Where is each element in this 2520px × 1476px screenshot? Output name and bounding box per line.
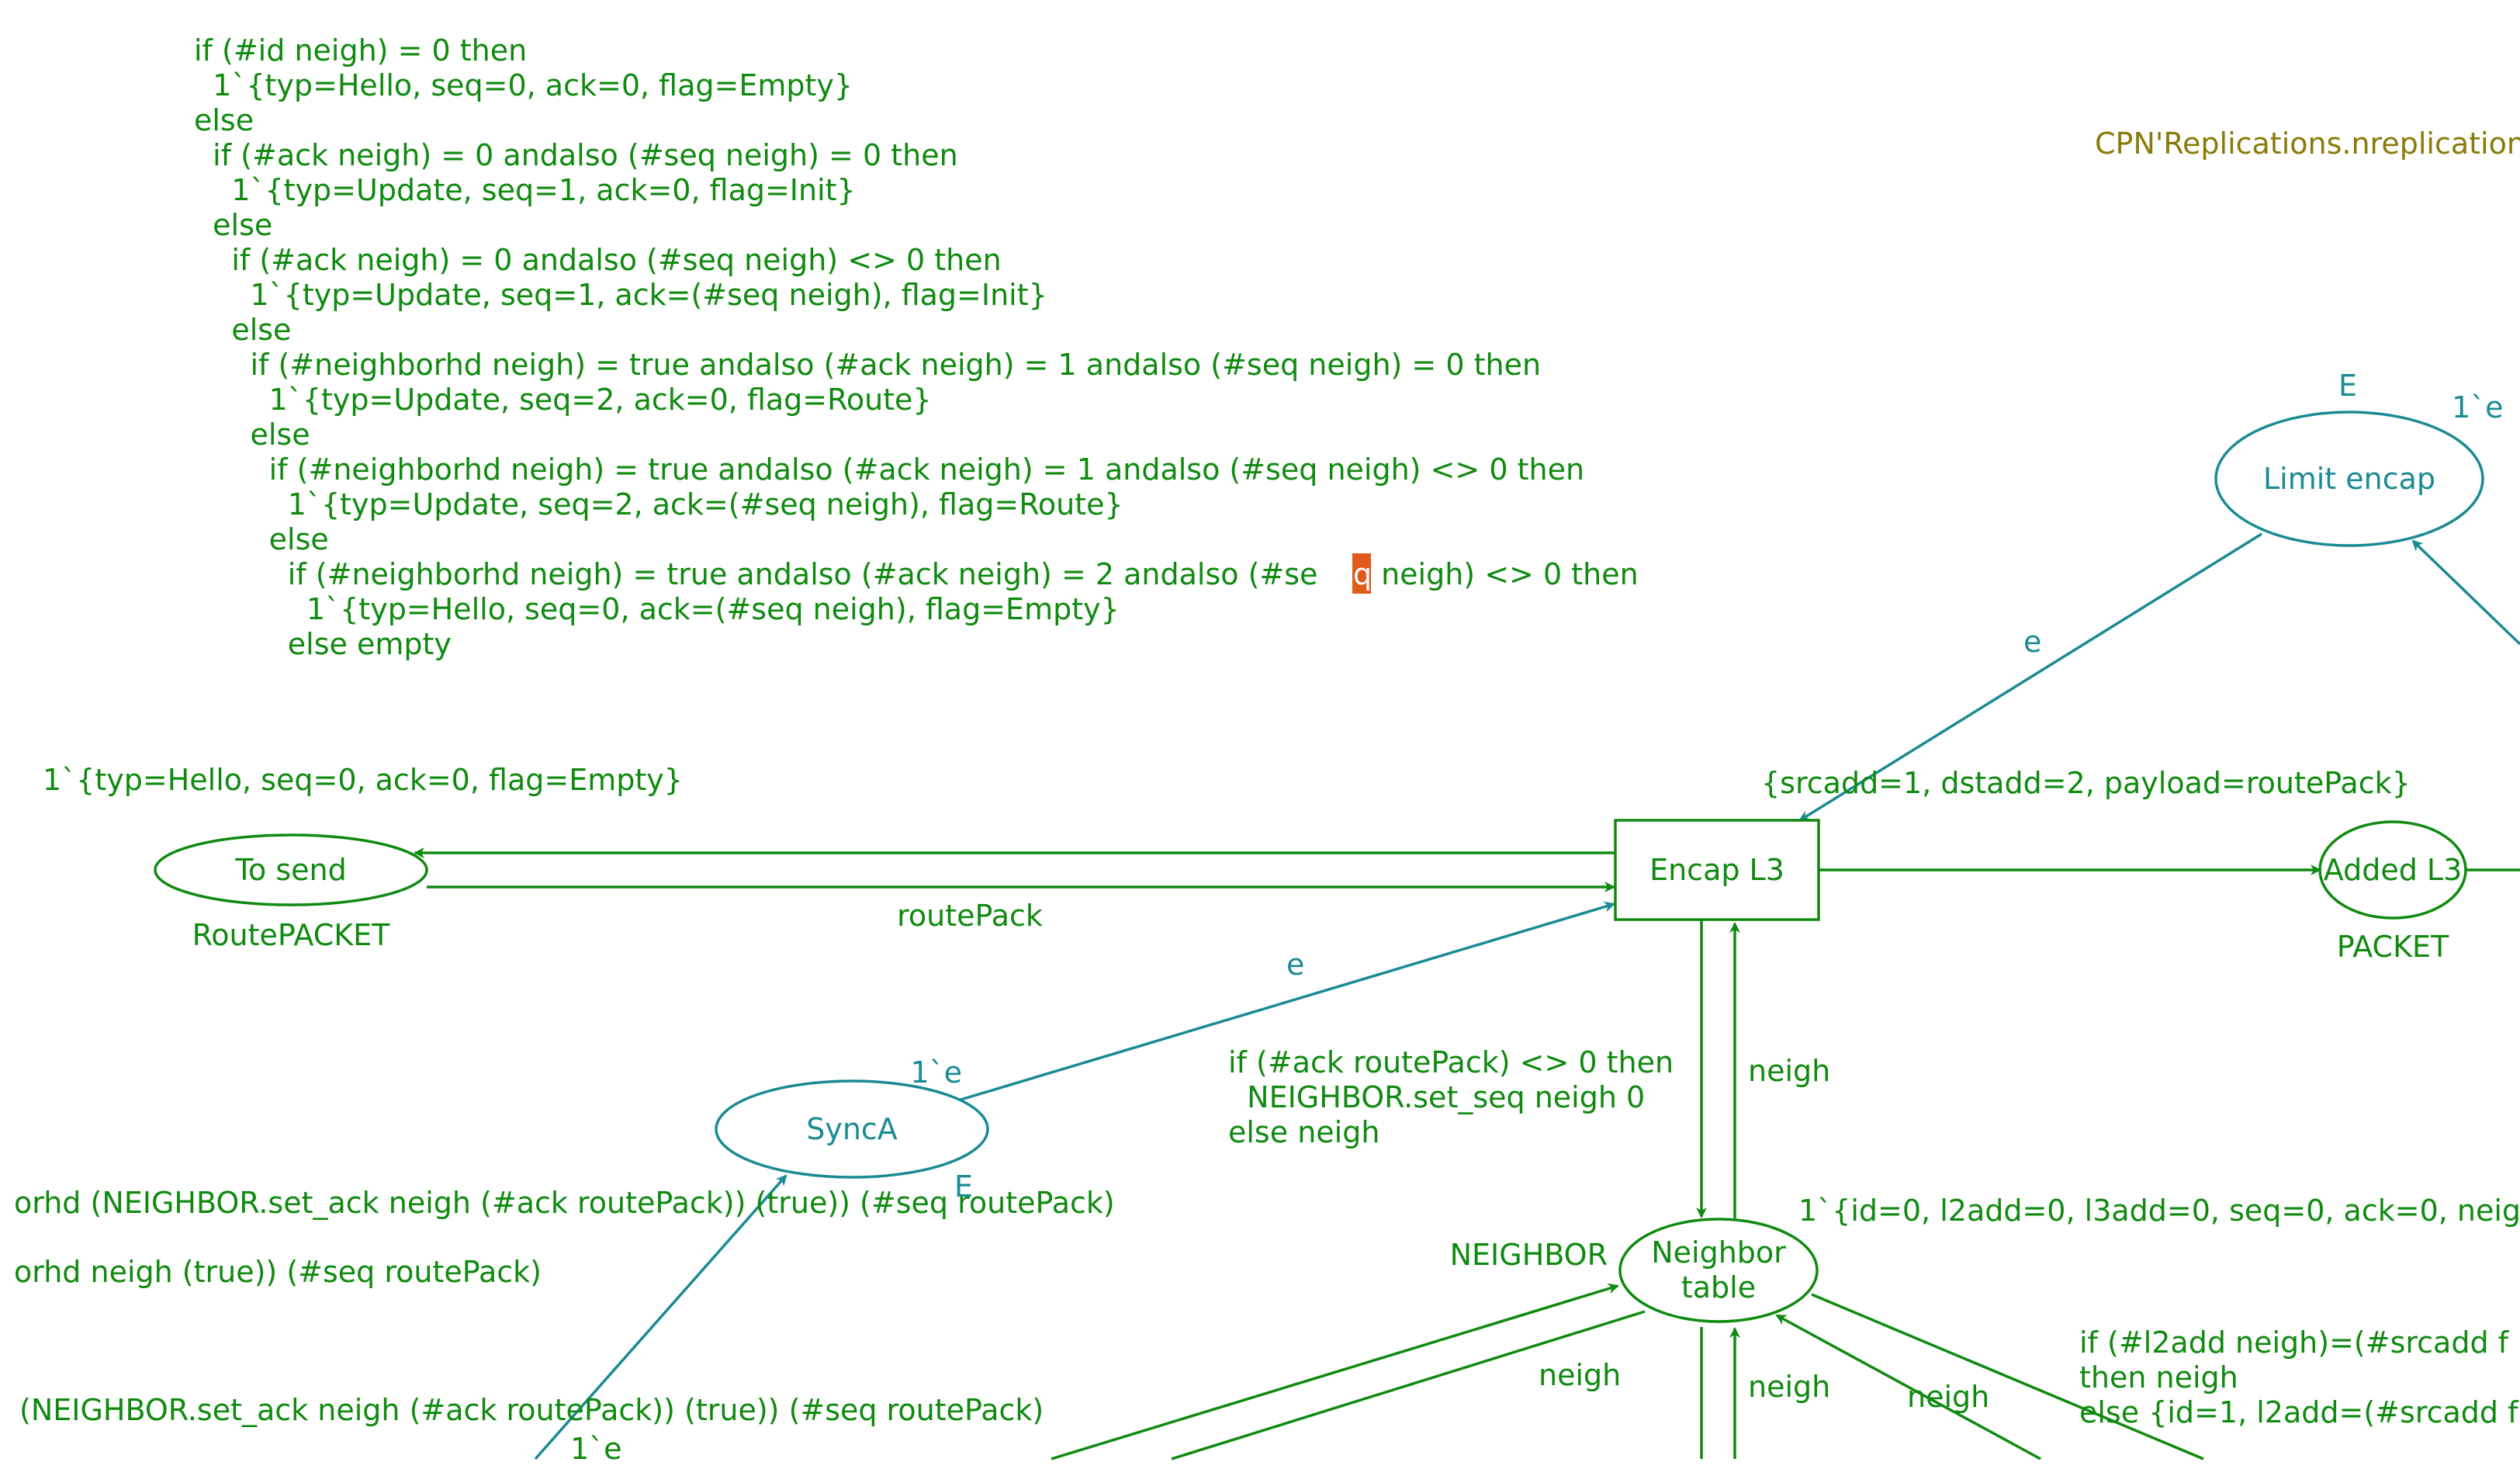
- code-line-4: if (#ack neigh) = 0 andalso (#seq neigh)…: [194, 138, 958, 172]
- arc-neighbor-to-lower-right[interactable]: [1811, 1293, 2204, 1460]
- arc-label-left-expr-2: orhd neigh (true)) (#seq routePack): [14, 1255, 542, 1289]
- code-line-8: 1`{typ=Update, seq=1, ack=(#seq neigh), …: [194, 278, 1047, 312]
- code-line-2: 1`{typ=Hello, seq=0, ack=0, flag=Empty}: [194, 68, 853, 102]
- text-cursor-highlight: [1352, 553, 1371, 594]
- place-limit-encap-initial-marking: 1`e: [2452, 390, 2504, 424]
- code-line-5: 1`{typ=Update, seq=1, ack=0, flag=Init}: [194, 173, 856, 207]
- arc-synca-to-encap[interactable]: [957, 901, 1615, 1102]
- arc-label-synca-to-encap: e: [1286, 948, 1304, 982]
- code-line-14: 1`{typ=Update, seq=2, ack=(#seq neigh), …: [194, 487, 1123, 521]
- arc-neighbor-to-lower-left[interactable]: [1171, 1310, 1646, 1460]
- place-synca-type: E: [954, 1169, 973, 1204]
- arc-into-synca[interactable]: [534, 1174, 788, 1460]
- arc-label-lower-neigh-2: neigh: [1748, 1370, 1830, 1404]
- cursor-char: q: [1353, 557, 1372, 591]
- code-line-12: else: [194, 418, 310, 452]
- place-synca[interactable]: SyncA: [715, 1079, 989, 1179]
- place-added-l3[interactable]: Added L3: [2318, 820, 2467, 920]
- code-line-16: if (#neighborhd neigh) = true andalso (#…: [194, 557, 1317, 591]
- guard-code-block: if (#id neigh) = 0 then 1`{typ=Hello, se…: [194, 33, 1639, 661]
- place-neighbor-table-initial-marking: 1`{id=0, l2add=0, l3add=0, seq=0, ack=0,…: [1798, 1194, 2520, 1228]
- place-to-send-type: RoutePACKET: [192, 918, 391, 952]
- arc-label-neighbor-to-encap: neigh: [1748, 1054, 1830, 1088]
- code-line-7: if (#ack neigh) = 0 andalso (#seq neigh)…: [194, 243, 1002, 277]
- arc-limit-to-encap[interactable]: [1798, 532, 2262, 822]
- place-neighbor-table[interactable]: Neighbor table: [1618, 1218, 1819, 1323]
- place-neighbor-table-type: NEIGHBOR: [1450, 1238, 1608, 1272]
- arc-label-limit-to-encap: e: [2023, 625, 2041, 659]
- transition-encap-l3-name: Encap L3: [1649, 853, 1784, 887]
- code-line-15: else: [194, 522, 329, 556]
- place-to-send[interactable]: To send: [154, 833, 428, 906]
- arc-lower-right-to-neighbor[interactable]: [1775, 1314, 2041, 1460]
- arc-lower-left-to-neighbor[interactable]: [1051, 1283, 1619, 1460]
- arc-label-bottom-marking: 1`e: [570, 1432, 622, 1466]
- place-neighbor-table-name-line2: table: [1681, 1270, 1756, 1304]
- arc-label-left-expr-1: orhd (NEIGHBOR.set_ack neigh (#ack route…: [14, 1186, 1115, 1220]
- arc-label-encap-to-added: {srcadd=1, dstadd=2, payload=routePack}: [1761, 766, 2411, 800]
- arc-label-encap-to-neighbor-2: NEIGHBOR.set_seq neigh 0: [1228, 1080, 1645, 1114]
- code-line-16-rest: neigh) <> 0 then: [1372, 557, 1639, 591]
- arc-label-encap-to-neighbor-1: if (#ack routePack) <> 0 then: [1228, 1045, 1674, 1079]
- code-line-6: else: [194, 208, 272, 242]
- arc-label-left-expr-3: (NEIGHBOR.set_ack neigh (#ack routePack)…: [19, 1393, 1044, 1427]
- place-to-send-initial-marking: 1`{typ=Hello, seq=0, ack=0, flag=Empty}: [43, 763, 683, 797]
- code-line-13: if (#neighborhd neigh) = true andalso (#…: [194, 452, 1584, 487]
- arc-label-lower-neigh-1: neigh: [1539, 1358, 1621, 1392]
- code-line-10: if (#neighborhd neigh) = true andalso (#…: [194, 348, 1541, 382]
- arc-label-lower-right-3: else {id=1, l2add=(#srcadd f: [2079, 1395, 2519, 1429]
- place-synca-name: SyncA: [806, 1112, 898, 1146]
- arc-into-limit-encap[interactable]: [2411, 539, 2520, 646]
- code-line-9: else: [194, 313, 291, 347]
- arc-label-lower-right-1: if (#l2add neigh)=(#srcadd f: [2079, 1325, 2510, 1360]
- code-line-11: 1`{typ=Update, seq=2, ack=0, flag=Route}: [194, 383, 932, 417]
- place-limit-encap-name: Limit encap: [2263, 462, 2435, 496]
- place-added-l3-name: Added L3: [2324, 853, 2463, 887]
- place-added-l3-type: PACKET: [2337, 930, 2449, 964]
- code-line-17: 1`{typ=Hello, seq=0, ack=(#seq neigh), f…: [194, 592, 1120, 626]
- place-synca-initial-marking: 1`e: [910, 1055, 962, 1090]
- place-neighbor-table-name-line1: Neighbor: [1651, 1235, 1786, 1270]
- arc-label-encap-to-neighbor-3: else neigh: [1228, 1115, 1379, 1149]
- code-line-3: else: [194, 103, 254, 137]
- code-line-18: else empty: [194, 627, 452, 661]
- arc-label-tosend-to-encap: routePack: [897, 899, 1043, 933]
- place-limit-encap-type: E: [2338, 369, 2357, 403]
- arc-label-lower-right-2: then neigh: [2079, 1360, 2238, 1395]
- code-line-1: if (#id neigh) = 0 then: [194, 33, 527, 68]
- arc-label-lower-neigh-3: neigh: [1907, 1380, 1989, 1414]
- place-to-send-name: To send: [234, 853, 346, 887]
- replications-label: CPN'Replications.nreplications: [2095, 126, 2520, 161]
- place-limit-encap[interactable]: Limit encap: [2214, 411, 2484, 547]
- transition-encap-l3[interactable]: Encap L3: [1614, 819, 1820, 921]
